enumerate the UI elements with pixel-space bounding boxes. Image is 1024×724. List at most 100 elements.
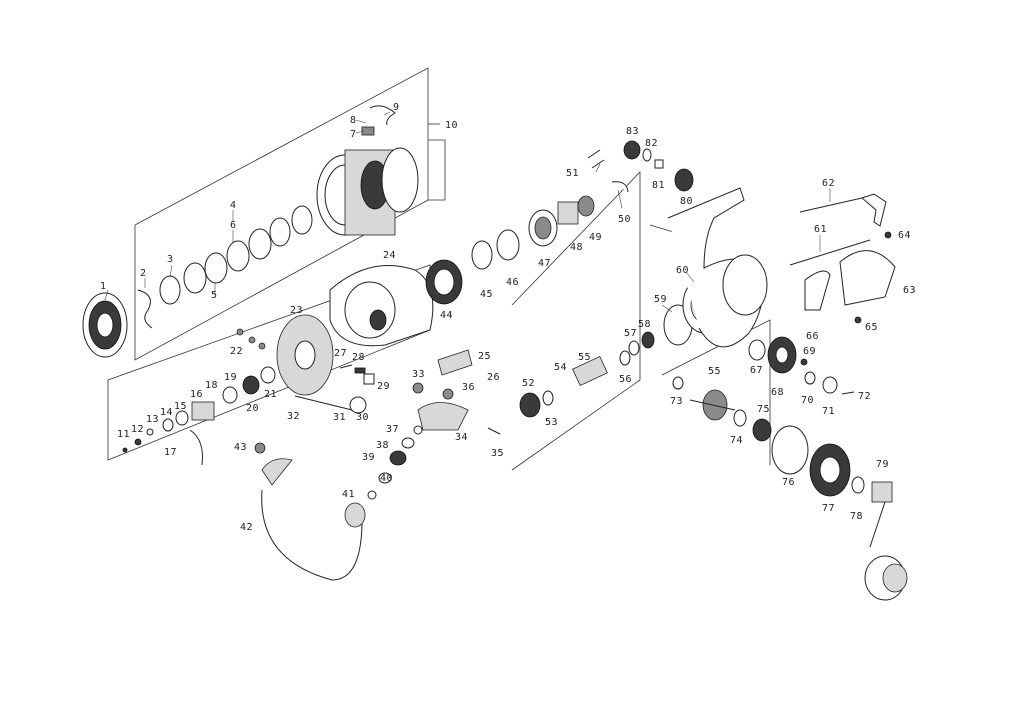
part-label-45-44: 45 [480,289,493,300]
part-cover-66 [804,270,831,311]
part-label-74-74: 74 [730,435,743,446]
part-handle-79 [864,481,908,601]
part-81 [654,159,664,169]
part-label-20-19: 20 [246,403,259,414]
part-clip-50 [611,181,629,193]
part-label-42-41: 42 [240,522,253,533]
part-label-72-71: 72 [858,391,871,402]
part-label-15-14: 15 [174,401,187,412]
part-label-7-6: 7 [350,129,357,140]
part-oring-46 [496,229,520,261]
part-label-60-59: 60 [676,265,689,276]
part-ring-74 [733,409,747,427]
part-screw-43 [254,442,266,454]
part-label-41-40: 41 [342,489,355,500]
part-ring-82 [642,148,652,162]
part-label-26-25: 26 [487,372,500,383]
part-label-71-70: 71 [822,406,835,417]
part-label-27-26: 27 [334,348,347,359]
part-label-48-47: 48 [570,242,583,253]
part-label-82-82: 82 [645,138,658,149]
part-label-24-23: 24 [383,250,396,261]
part-label-76-76: 76 [782,477,795,488]
part-label-53-52: 53 [545,417,558,428]
part-label-66-65: 66 [806,331,819,342]
part-collar-47 [528,209,558,247]
part-label-70-69: 70 [801,395,814,406]
part-washer-78 [851,476,865,494]
part-bracket-62 [861,193,887,227]
part-gear-68 [767,336,797,374]
part-label-67-66: 67 [750,365,763,376]
part-label-46-45: 46 [506,277,519,288]
part-label-83-83: 83 [626,126,639,137]
part-label-17-16: 17 [164,447,177,458]
part-rotor [329,265,434,347]
part-label-55-54: 55 [578,352,591,363]
part-label-5-4: 5 [211,290,218,301]
part-label-52-51: 52 [522,378,535,389]
part-label-40-39: 40 [380,473,393,484]
part-screws-51 [587,149,605,169]
part-label-59-58: 59 [654,294,667,305]
part-label-28-27: 28 [352,352,365,363]
part-label-55-73: 55 [708,366,721,377]
part-screw-64 [884,231,892,239]
part-label-31-30: 31 [333,412,346,423]
part-label-65-64: 65 [865,322,878,333]
part-screw-72 [841,391,855,395]
part-label-38-37: 38 [376,440,389,451]
part-side-cap-77 [809,443,851,497]
part-bearing-71 [822,376,838,394]
part-label-21-20: 21 [264,389,277,400]
part-label-79-79: 79 [876,459,889,470]
part-label-3-2: 3 [167,254,174,265]
part-label-47-46: 47 [538,258,551,269]
part-label-1-0: 1 [100,281,107,292]
leader-lines [104,111,831,313]
part-36 [442,388,454,400]
part-rotor-plate [276,314,334,396]
part-ring-53 [542,390,554,406]
part-drag-knob [82,292,128,358]
part-label-50-49: 50 [618,214,631,225]
part-label-23-22: 23 [290,305,303,316]
part-label-11-10: 11 [117,429,130,440]
part-shaft-61 [789,239,871,266]
part-bail-arm-34 [417,402,469,431]
part-label-25-24: 25 [478,351,491,362]
part-48-49 [557,195,595,225]
part-cover-25 [437,349,473,376]
part-bearing-52 [519,392,541,418]
part-label-35-34: 35 [491,448,504,459]
part-label-80-80: 80 [680,196,693,207]
part-label-32-31: 32 [287,411,300,422]
part-reel-body [667,187,768,348]
part-bearing-80 [674,168,694,192]
part-label-6-5: 6 [230,220,237,231]
part-label-16-15: 16 [190,389,203,400]
part-label-77-77: 77 [822,503,835,514]
part-drive-gear-55 [689,389,736,421]
part-label-57-56: 57 [624,328,637,339]
part-label-34-33: 34 [455,432,468,443]
part-label-2-1: 2 [140,268,147,279]
part-bearing-83 [623,140,641,160]
part-label-43-42: 43 [234,442,247,453]
part-label-13-12: 13 [146,414,159,425]
part-label-51-50: 51 [566,168,579,179]
part-label-19-18: 19 [224,372,237,383]
part-bearing-44 [425,259,463,305]
part-label-33-32: 33 [412,369,425,380]
part-spool-clip [361,105,396,136]
part-label-75-75: 75 [757,404,770,415]
part-bail-42 [261,458,366,581]
part-small-stack-11-21 [122,366,276,466]
part-screw-65 [854,316,862,324]
part-label-64-63: 64 [898,230,911,241]
part-oring-76 [771,425,809,475]
part-label-8-7: 8 [350,115,357,126]
part-drag-washers [159,205,313,305]
part-label-14-13: 14 [160,407,173,418]
